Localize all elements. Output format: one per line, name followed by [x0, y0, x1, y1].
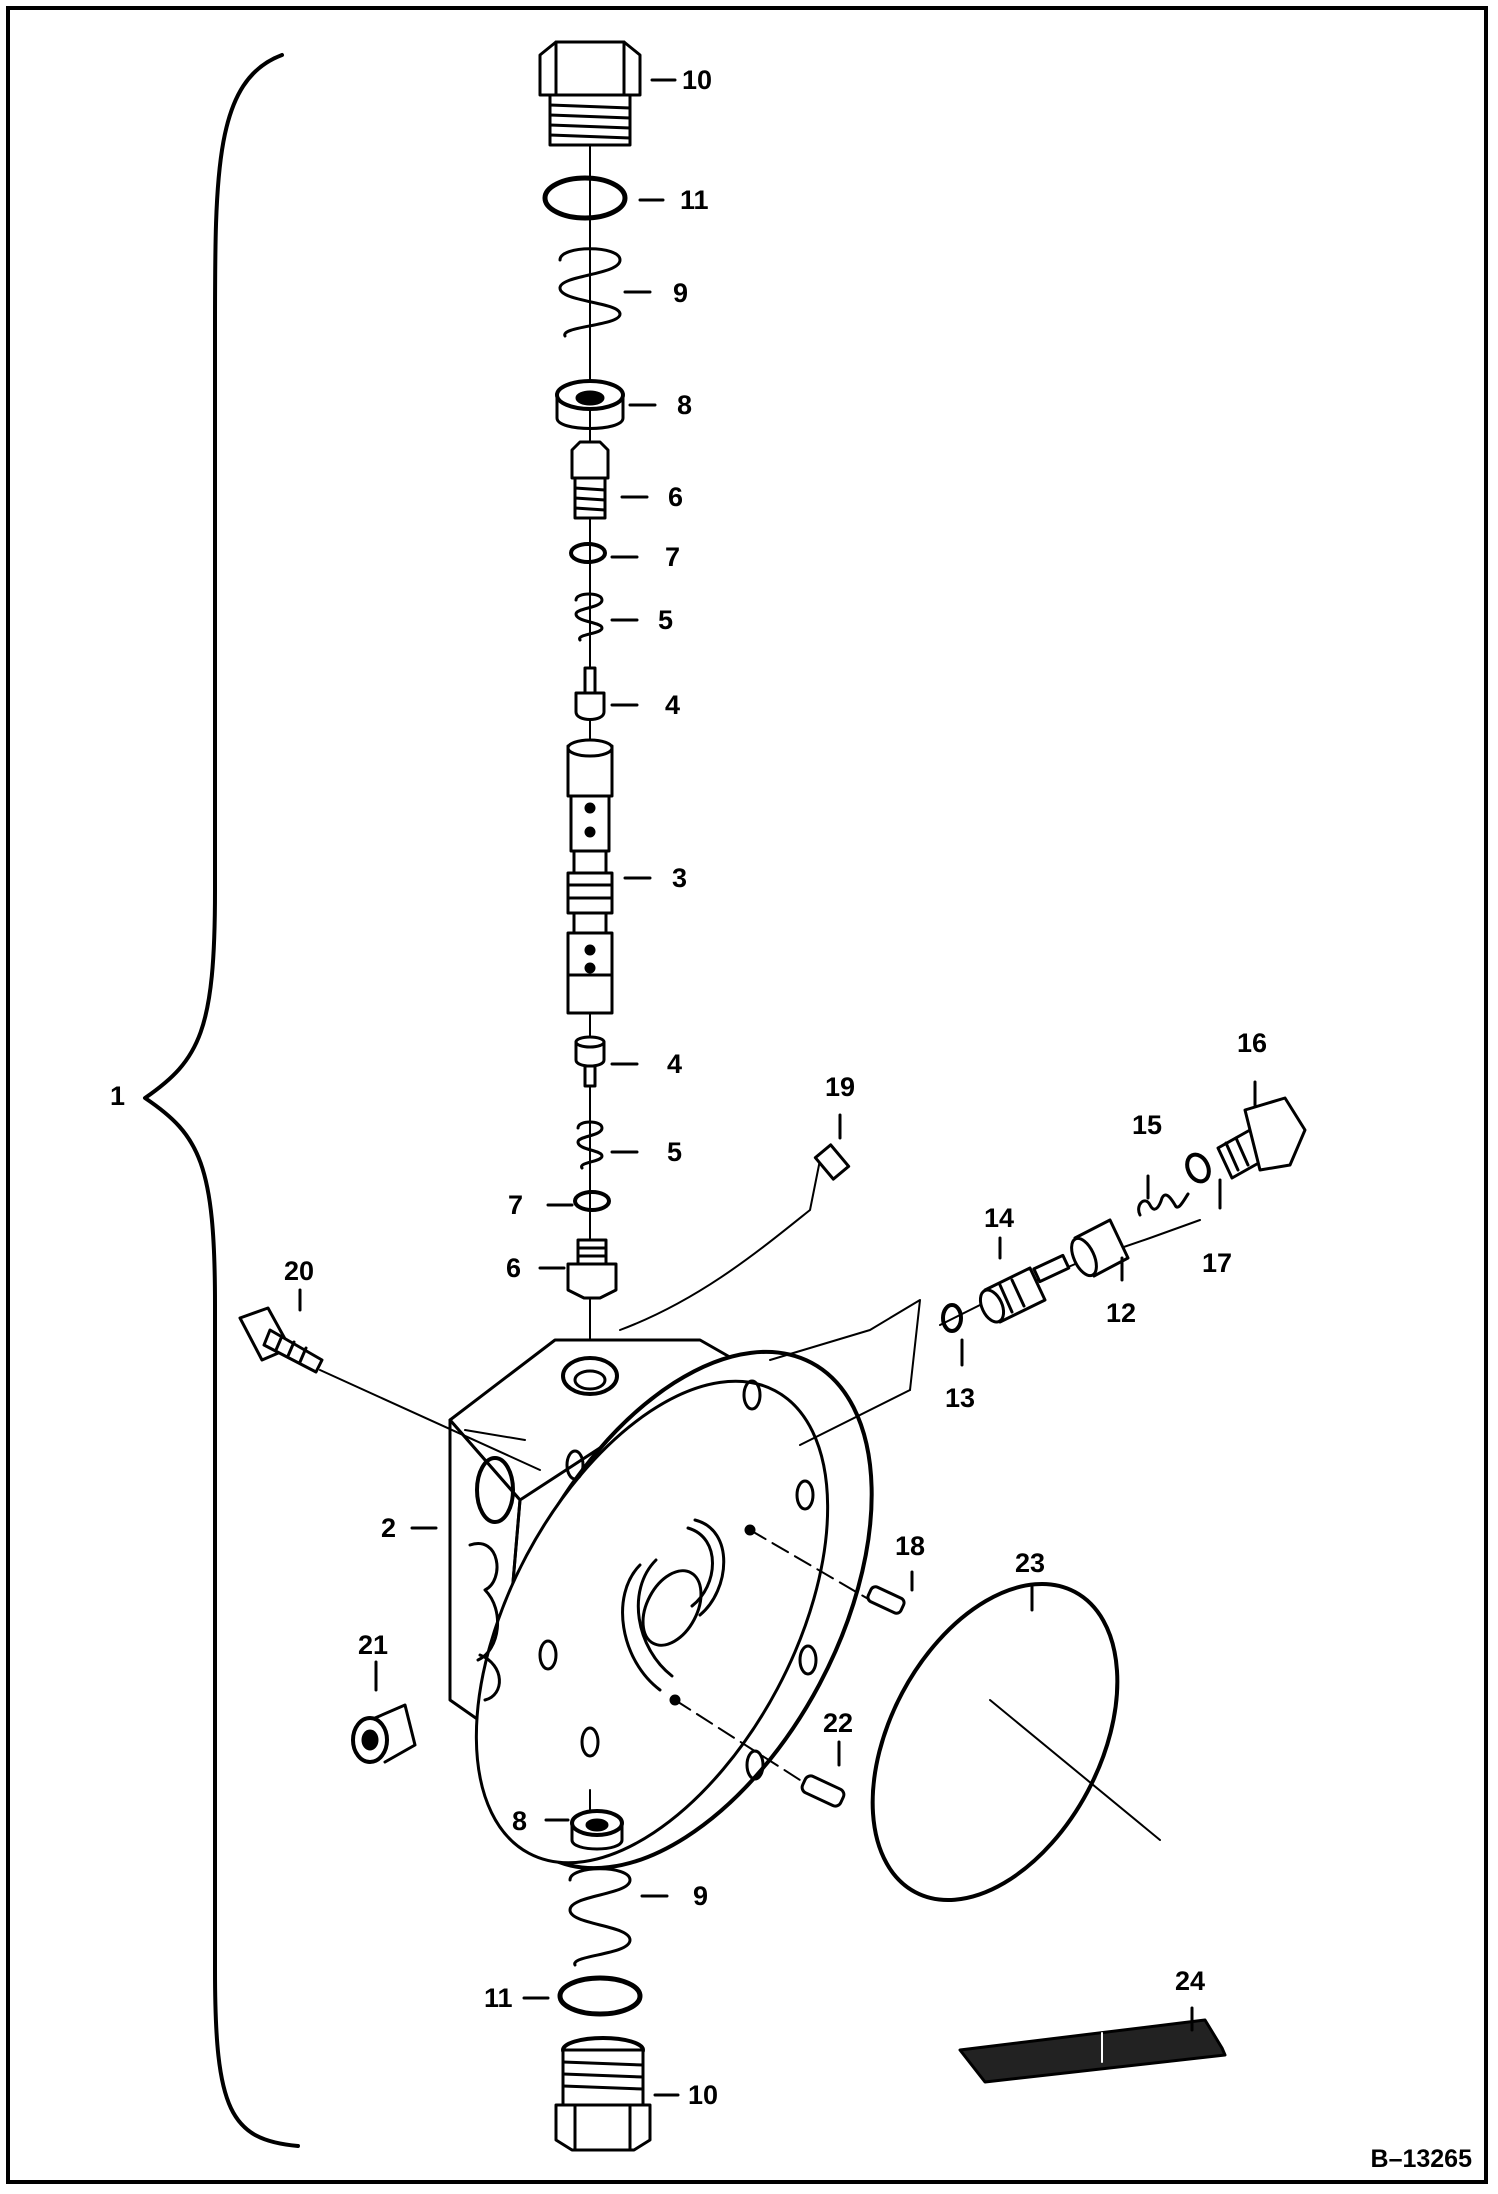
callout-19: 19: [825, 1072, 856, 1102]
diagram-frame: [6, 6, 1488, 2184]
seat-part-8-bottom: [570, 1809, 624, 1851]
callout-12: 12: [1106, 1298, 1137, 1328]
decal-part-24: [958, 2018, 1227, 2084]
callout-leaders: [298, 78, 1257, 2097]
callout-8b: 8: [512, 1806, 528, 1836]
ring-part-7-bottom: [573, 1190, 611, 1212]
callout-11: 11: [680, 185, 709, 215]
piston-part-4-bottom: [574, 1035, 606, 1088]
assembly-brace: [143, 53, 300, 2148]
plug-top-part-10: [538, 40, 642, 147]
housing-part-2: [448, 1338, 874, 1871]
callout-15: 15: [1132, 1110, 1163, 1140]
callout-24: 24: [1175, 1966, 1206, 1996]
callout-10: 10: [682, 65, 713, 95]
seat-part-8-top: [555, 379, 625, 430]
callout-6b: 6: [506, 1253, 522, 1283]
callout-13: 13: [945, 1383, 976, 1413]
callout-21: 21: [358, 1630, 389, 1660]
callout-16: 16: [1237, 1028, 1268, 1058]
spring-part-9-top: [558, 247, 622, 338]
ring-part-13: [941, 1303, 963, 1333]
callout-7: 7: [665, 542, 681, 572]
callout-6: 6: [668, 482, 684, 512]
callout-22: 22: [823, 1708, 854, 1738]
poppet-part-6-bottom: [566, 1238, 618, 1300]
dowel-pin-part-18: [866, 1585, 906, 1615]
callout-4b: 4: [667, 1049, 683, 1079]
callout-20: 20: [284, 1256, 315, 1286]
plug-bottom-part-10: [554, 2036, 652, 2152]
o-ring-part-11-top: [542, 175, 628, 221]
callout-3: 3: [672, 863, 688, 893]
callout-9: 9: [673, 278, 689, 308]
callout-14: 14: [984, 1203, 1015, 1233]
callout-23: 23: [1015, 1548, 1046, 1578]
bolt-part-20: [238, 1306, 324, 1374]
callout-10b: 10: [688, 2080, 719, 2110]
ring-part-7-top: [569, 542, 607, 564]
callout-2: 2: [381, 1513, 397, 1543]
callout-9b: 9: [693, 1881, 709, 1911]
spring-part-5-bottom: [576, 1120, 604, 1170]
sleeve-part-12: [1070, 1218, 1130, 1278]
callout-5: 5: [658, 605, 674, 635]
plug-part-16: [1216, 1096, 1307, 1180]
o-ring-part-11-bottom: [557, 1975, 643, 2017]
check-valve-part-14: [978, 1253, 1071, 1324]
poppet-part-6-top: [570, 440, 610, 520]
spring-part-9-bottom: [568, 1867, 632, 1967]
piston-part-4-top: [574, 666, 606, 721]
seal-ring-part-23: [870, 1582, 1120, 1902]
spool-part-3: [566, 738, 614, 1015]
callout-8: 8: [677, 390, 693, 420]
dowel-pin-part-22: [800, 1774, 846, 1808]
plug-part-21: [351, 1703, 417, 1764]
spring-part-5-top: [574, 592, 604, 642]
ring-part-17: [1185, 1152, 1211, 1184]
callout-17: 17: [1202, 1248, 1233, 1278]
callout-18: 18: [895, 1531, 926, 1561]
callout-7b: 7: [508, 1190, 524, 1220]
callout-11b: 11: [484, 1983, 513, 2013]
spring-part-15: [1137, 1192, 1190, 1217]
set-screw-part-19: [813, 1143, 851, 1181]
figure-code: B–13265: [1370, 2145, 1472, 2173]
callout-4: 4: [665, 690, 681, 720]
callout-5b: 5: [667, 1137, 683, 1167]
callout-1: 1: [110, 1081, 126, 1111]
